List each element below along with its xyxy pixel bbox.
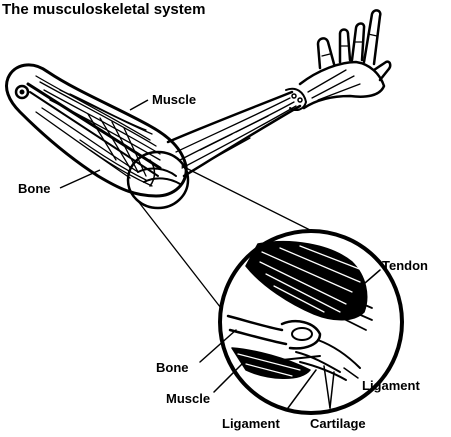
zoom-connector-line: [182, 166, 326, 238]
label-cartilage: Cartilage: [310, 416, 366, 431]
label-ligament-bottom: Ligament: [222, 416, 280, 431]
bone-top-leader: [60, 170, 100, 188]
label-tendon: Tendon: [382, 258, 428, 273]
label-muscle-inset: Muscle: [166, 391, 210, 406]
label-bone: Bone: [18, 181, 51, 196]
diagram-title: The musculoskeletal system: [2, 1, 205, 18]
label-muscle: Muscle: [152, 92, 196, 107]
label-bone-inset: Bone: [156, 360, 189, 375]
label-ligament-right: Ligament: [362, 378, 420, 393]
muscle-top-leader: [130, 100, 148, 110]
